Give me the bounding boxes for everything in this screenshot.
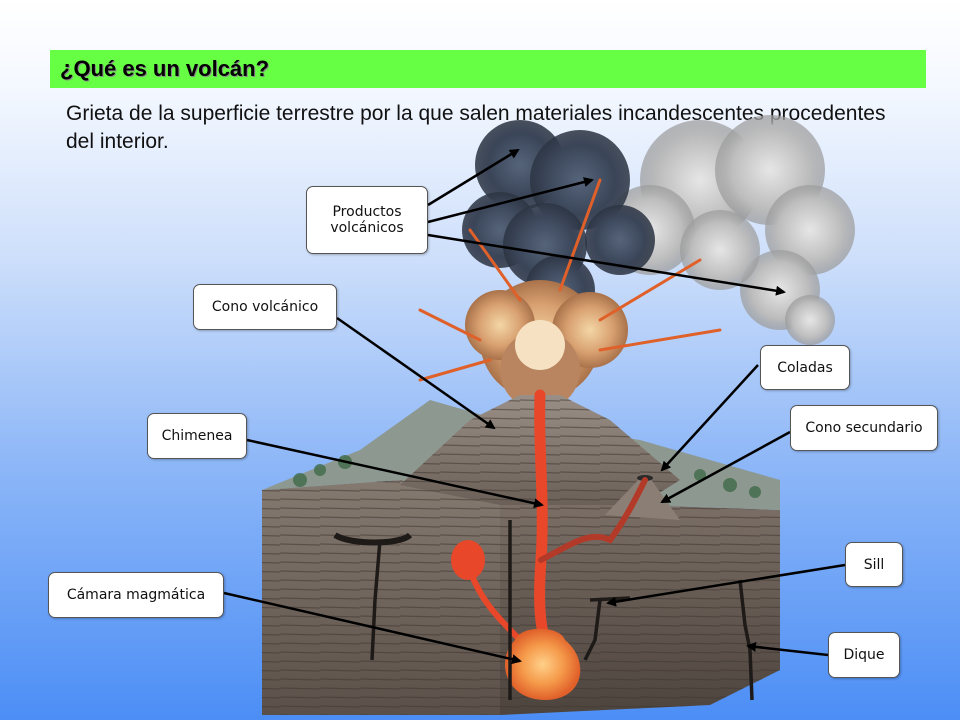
label-dique: Dique xyxy=(828,632,900,678)
label-sill: Sill xyxy=(845,542,903,587)
label-chimenea: Chimenea xyxy=(147,413,247,459)
label-productos-line2: volcánicos xyxy=(330,220,404,236)
label-coladas: Coladas xyxy=(760,345,850,390)
label-productos-volcanicos: Productos volcánicos xyxy=(306,186,428,254)
definition-text: Grieta de la superficie terrestre por la… xyxy=(66,102,886,153)
leader-arrows xyxy=(223,148,846,665)
magma-system xyxy=(451,389,648,700)
eruption-blast xyxy=(418,178,722,410)
title-bar: ¿Qué es un volcán? xyxy=(50,50,926,88)
page-title: ¿Qué es un volcán? xyxy=(60,56,270,81)
label-cono-secundario: Cono secundario xyxy=(790,405,938,451)
label-cono-volcanico: Cono volcánico xyxy=(193,284,337,330)
label-productos-line1: Productos xyxy=(332,204,402,220)
label-camara-magmatica: Cámara magmática xyxy=(48,572,224,618)
